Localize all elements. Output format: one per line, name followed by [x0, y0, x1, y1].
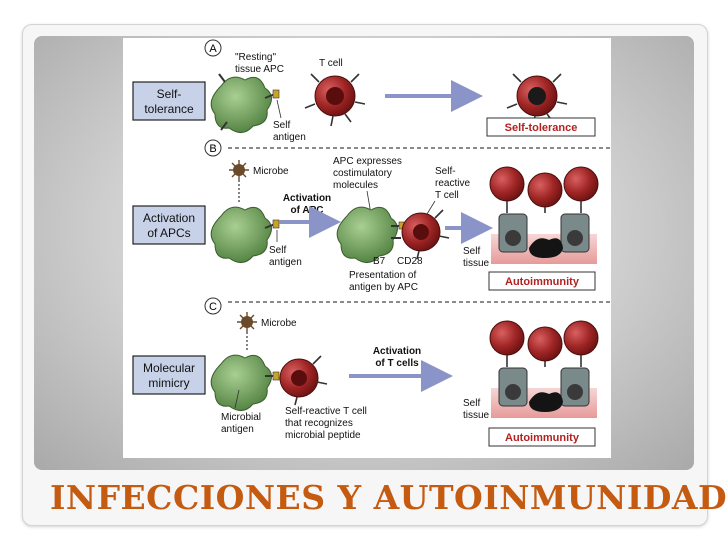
microbe-icon-c: [237, 312, 257, 332]
self-reactive-pointer: [426, 200, 436, 215]
b7-label: B7: [373, 256, 386, 267]
autoimmunity-figure: A Self- tolerance "Resting" tissue APC S…: [123, 38, 611, 458]
microbe-label-b: Microbe: [253, 166, 289, 177]
panel-b-letter: B: [209, 143, 216, 155]
self-reactive-label-3: T cell: [435, 190, 459, 201]
slide-title: INFECCIONES Y AUTOINMUNIDAD: [50, 478, 728, 517]
panel-a: A Self- tolerance "Resting" tissue APC S…: [132, 39, 596, 143]
costim-label-1: APC expresses: [333, 156, 402, 167]
t-cell-icon: [304, 73, 366, 127]
self-reactive-label-1: Self-: [435, 166, 456, 177]
microbe-icon-b: [229, 160, 249, 180]
tissue-label-b-1: Self: [463, 246, 480, 257]
microbial-antigen-label-2: antigen: [221, 424, 254, 435]
tcell-desc-3: microbial peptide: [285, 430, 361, 441]
tolerant-t-cell-icon: [506, 73, 568, 127]
panel-a-row-label-box: [132, 81, 206, 121]
presentation-label-1: Presentation of: [349, 270, 416, 281]
microbial-antigen-pointer: [234, 389, 240, 409]
panel-b: B Activation of APCs Microbe Self antig: [132, 139, 599, 293]
apc-icon-c: [210, 354, 280, 411]
panel-c-letter: C: [209, 301, 217, 313]
arrow-label-c-1: Activation: [373, 346, 421, 357]
panel-b-row-label-1: Activation: [143, 211, 195, 225]
outcome-c: Autoimmunity: [505, 432, 580, 444]
outcome-box-b: [488, 271, 596, 291]
costim-label-3: molecules: [333, 180, 378, 191]
resting-apc-icon: [210, 73, 280, 133]
apc-label-1: "Resting": [235, 52, 276, 63]
panel-a-row-label-2: tolerance: [144, 102, 194, 116]
tissue-label-c-1: Self: [463, 398, 480, 409]
self-reactive-t-cell-b: [401, 209, 450, 260]
microbe-label-c: Microbe: [261, 318, 297, 329]
panel-c-row-label-1: Molecular: [143, 361, 195, 375]
panel-c-row-label-2: mimicry: [148, 376, 189, 390]
costim-label-2: costimulatory: [333, 168, 392, 179]
arrow-label-c-2: of T cells: [375, 358, 419, 369]
tcell-desc-2: that recognizes: [285, 418, 353, 429]
autoimmune-tissue-b: [489, 166, 599, 264]
outcome-a: Self-tolerance: [505, 122, 578, 134]
self-reactive-t-cell-c: [279, 355, 328, 406]
panel-c: C Molecular mimicry Microbe Microbial a: [132, 297, 599, 447]
antigen-label-b-2: antigen: [269, 257, 302, 268]
panel-c-row-label-box: [132, 355, 206, 395]
autoimmune-tissue-c: [489, 320, 599, 418]
panel-b-row-label-2: of APCs: [147, 226, 190, 240]
panel-c-letter-circle: [204, 297, 222, 315]
panel-a-letter-circle: [204, 39, 222, 57]
microbial-antigen-label-1: Microbial: [221, 412, 261, 423]
tcell-desc-1: Self-reactive T cell: [285, 406, 367, 417]
activated-apc-icon: [336, 206, 405, 263]
antigen-label-a-1: Self: [273, 120, 290, 131]
tcell-label: T cell: [319, 58, 343, 69]
figure-svg: A Self- tolerance "Resting" tissue APC S…: [132, 39, 611, 447]
outcome-box-a: [486, 117, 596, 137]
outcome-b: Autoimmunity: [505, 276, 580, 288]
antigen-label-b-1: Self: [269, 245, 286, 256]
cd28-label: CD28: [397, 256, 423, 267]
presentation-label-2: antigen by APC: [349, 282, 418, 293]
panel-a-row-label-1: Self-: [157, 87, 182, 101]
apc-label-2: tissue APC: [235, 64, 284, 75]
panel-a-letter: A: [209, 43, 217, 55]
tissue-label-b-2: tissue: [463, 258, 490, 269]
arrow-label-b-2: of APC: [291, 205, 324, 216]
outcome-box-c: [488, 427, 596, 447]
self-antigen-pointer-a: [276, 99, 282, 119]
apc-icon-b: [210, 206, 280, 263]
antigen-label-a-2: antigen: [273, 132, 306, 143]
panel-b-letter-circle: [204, 139, 222, 157]
self-reactive-label-2: reactive: [435, 178, 470, 189]
arrow-label-b-1: Activation: [283, 193, 331, 204]
panel-b-row-label-box: [132, 205, 206, 245]
tissue-label-c-2: tissue: [463, 410, 490, 421]
